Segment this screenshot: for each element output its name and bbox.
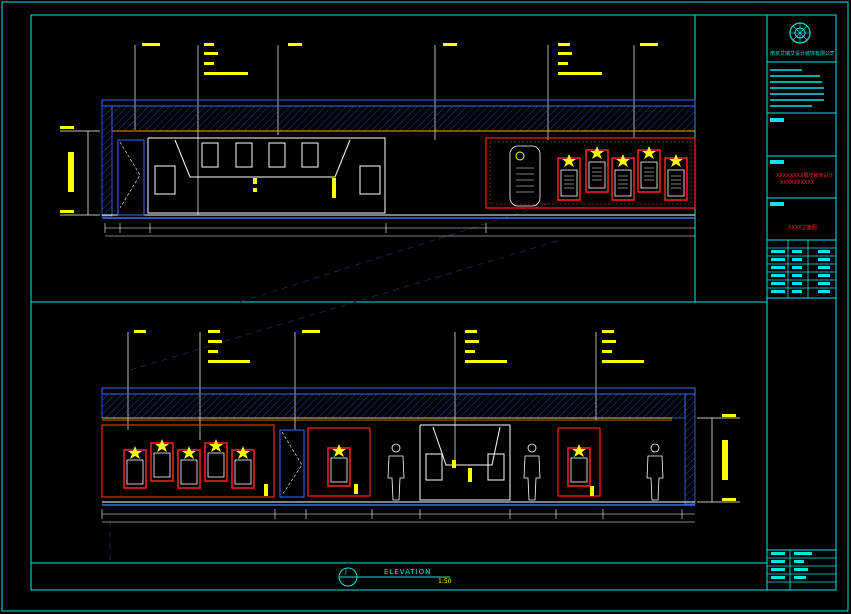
elevation-mark-number: J — [345, 568, 347, 575]
company-name: 南京艾瑞艾设计装饰有限公司 — [770, 51, 834, 57]
human-figure-icon — [387, 443, 405, 501]
upper-honor-wall — [485, 137, 696, 209]
lower-dimension-line — [101, 509, 695, 523]
drawing-name: XXXX立面图 — [788, 225, 817, 231]
elevation-caption: ELEVATION — [384, 568, 432, 576]
project-name-line-1: XXXXXXXX展厅装饰设计 — [776, 173, 834, 179]
lower-frame-units-left — [123, 439, 255, 489]
project-name-line-2: XXXXXXXXXX — [780, 180, 815, 186]
construction-lines — [109, 199, 561, 560]
title-block — [767, 22, 836, 590]
upper-frame-units — [557, 146, 688, 201]
upper-dimension-line — [104, 223, 695, 237]
human-figure-icon — [523, 443, 541, 501]
elevation-mark — [338, 567, 450, 587]
elevation-scale: 1:50 — [438, 578, 452, 585]
elevation-upper — [60, 43, 696, 237]
company-logo-icon — [789, 22, 811, 44]
elevation-lower — [101, 330, 740, 523]
human-figure-icon — [646, 443, 664, 501]
